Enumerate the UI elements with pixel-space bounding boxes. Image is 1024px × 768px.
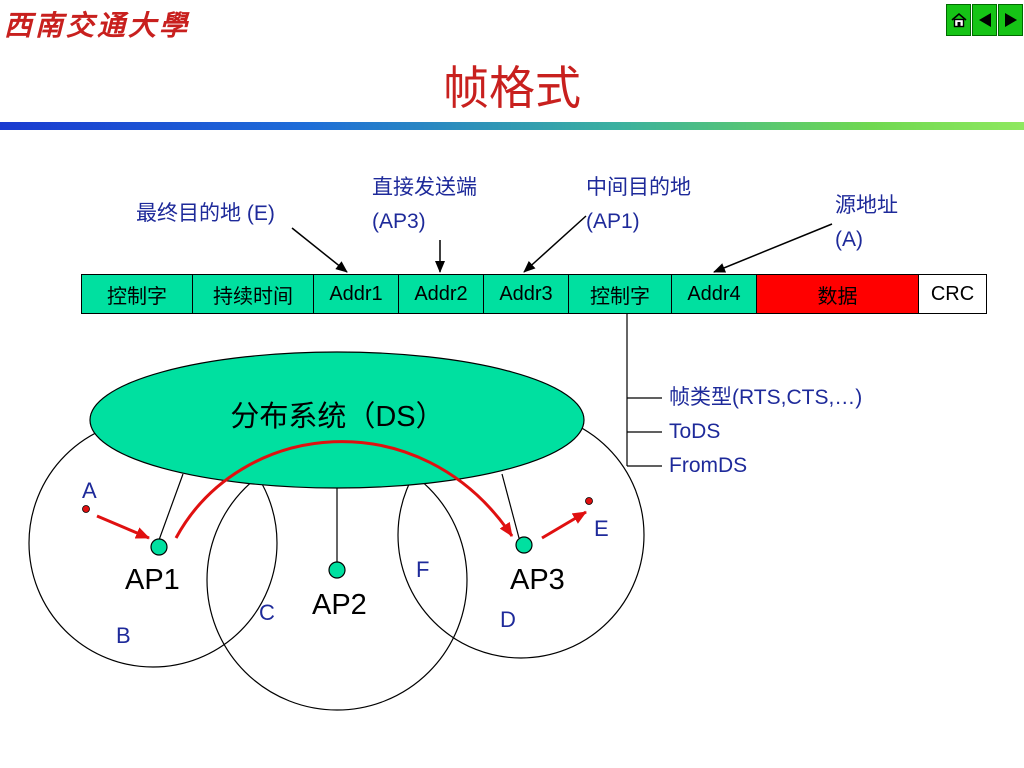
next-button[interactable] (998, 4, 1023, 36)
station-c-label: C (259, 600, 275, 625)
field-crc: CRC (918, 274, 987, 314)
station-d-label: D (500, 607, 516, 632)
field-addr3: Addr3 (483, 274, 569, 314)
ap1-label: AP1 (125, 564, 180, 596)
home-button[interactable] (946, 4, 971, 36)
ap2-label: AP2 (312, 589, 367, 621)
label-final-destination: 最终目的地 (E) (136, 202, 275, 225)
triangle-right-icon (1004, 13, 1017, 27)
field-addr1: Addr1 (313, 274, 399, 314)
field-control: 控制字 (81, 274, 193, 314)
control-frame-type: 帧类型(RTS,CTS,…) (669, 386, 863, 409)
control-tods: ToDS (669, 420, 721, 443)
ap3-label: AP3 (510, 564, 565, 596)
arrow-ap1-to-ap3 (174, 440, 514, 539)
field-addr2: Addr2 (398, 274, 484, 314)
station-a-dot (82, 505, 90, 513)
slide-navigation (946, 4, 1024, 36)
field-duration: 持续时间 (192, 274, 314, 314)
label-transmitter-line2: (AP3) (372, 210, 426, 233)
ap1-link (158, 473, 184, 541)
ap1-node (150, 538, 168, 556)
station-e-label: E (594, 516, 609, 541)
label-transmitter-line1: 直接发送端 (372, 176, 477, 199)
slide-title: 帧格式 (443, 61, 581, 115)
distribution-system-label: 分布系统（DS） (230, 401, 445, 433)
station-f-label: F (416, 557, 430, 582)
frame-format-table: 控制字 持续时间 Addr1 Addr2 Addr3 控制字 Addr4 数据 … (81, 274, 987, 314)
field-data: 数据 (756, 274, 919, 314)
ap2-node (328, 561, 346, 579)
station-e-dot (585, 497, 593, 505)
station-b-label: B (116, 623, 131, 648)
arrow-to-addr1 (291, 227, 348, 273)
arrow-a-to-ap1 (96, 514, 150, 540)
label-intermediate-line1: 中间目的地 (586, 176, 691, 199)
control-fromds: FromDS (669, 454, 748, 477)
label-source-line1: 源地址 (835, 194, 898, 217)
home-icon (950, 12, 967, 28)
university-logo: 西南交通大學 (4, 9, 191, 42)
label-source-line2: (A) (835, 228, 863, 251)
station-a-label: A (82, 478, 97, 503)
ap3-link (501, 473, 520, 539)
arrow-ap3-to-e (541, 510, 587, 540)
label-intermediate-line2: (AP1) (586, 210, 640, 233)
field-addr4: Addr4 (671, 274, 757, 314)
title-divider-bar (0, 122, 1024, 130)
ap3-node (515, 536, 533, 554)
field-sequence-control: 控制字 (568, 274, 672, 314)
previous-button[interactable] (972, 4, 997, 36)
frame-fields-row: 控制字 持续时间 Addr1 Addr2 Addr3 控制字 Addr4 数据 … (81, 274, 987, 314)
arrow-to-addr3 (523, 215, 587, 273)
arrow-to-addr4 (713, 223, 833, 273)
triangle-left-icon (978, 13, 991, 27)
